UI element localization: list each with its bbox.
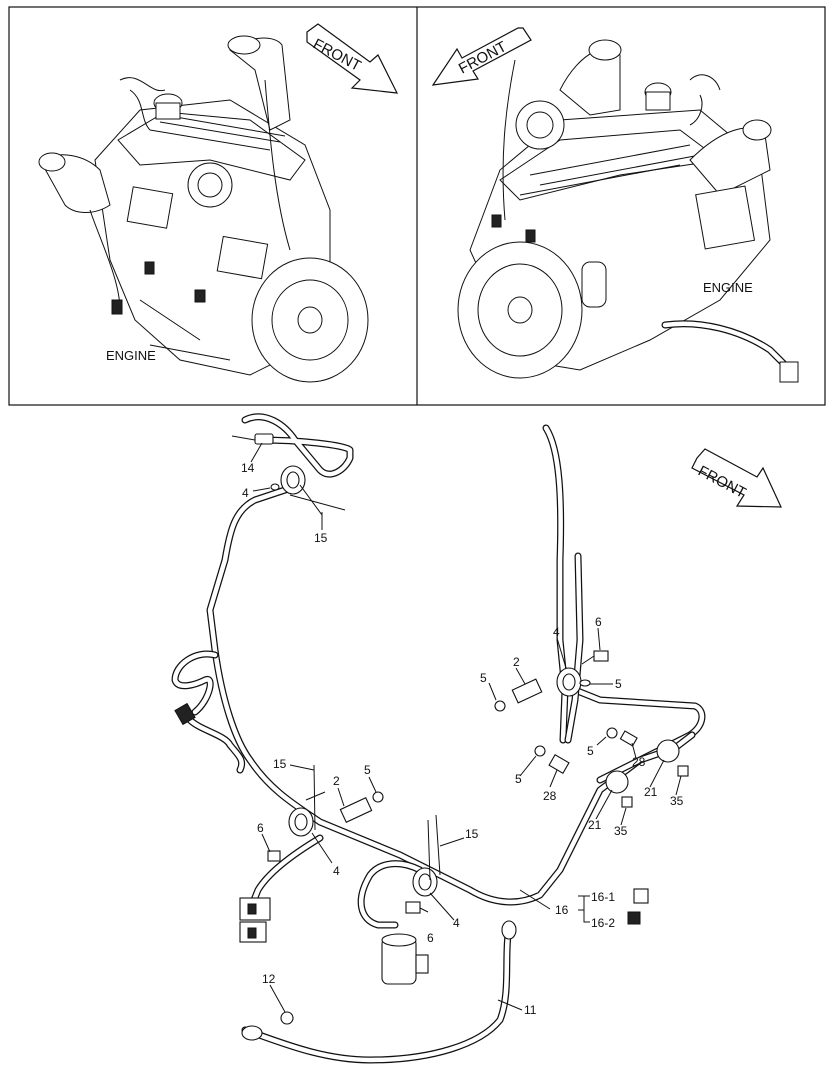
callout-4-right: 4 <box>553 625 560 639</box>
callout-12: 12 <box>262 972 276 986</box>
callout-6-left: 6 <box>257 821 264 835</box>
callout-15-top: 15 <box>314 531 328 545</box>
callout-14: 14 <box>241 461 255 475</box>
front-arrow-right-text: FRONT <box>456 38 510 77</box>
callout-labels: 14 4 15 6 4 2 5 5 5 5 28 28 21 21 35 35 … <box>241 461 684 1017</box>
callout-5-right-a: 5 <box>480 671 487 685</box>
left-engine-illustration <box>38 35 369 383</box>
callout-4-top: 4 <box>242 486 249 500</box>
front-arrow-left-panel: FRONT <box>306 23 399 94</box>
callout-35-a: 35 <box>670 794 684 808</box>
right-engine-illustration <box>457 39 799 383</box>
callout-28-b: 28 <box>543 789 557 803</box>
callout-5-right-b: 5 <box>615 677 622 691</box>
callout-21-b: 21 <box>588 818 602 832</box>
callout-35-b: 35 <box>614 824 628 838</box>
front-arrow-main: FRONT <box>691 448 782 508</box>
callout-15-mid: 15 <box>465 827 479 841</box>
callout-2-right: 2 <box>513 655 520 669</box>
callout-5-mid-a: 5 <box>587 744 594 758</box>
callout-11: 11 <box>524 1003 537 1017</box>
left-engine-label: ENGINE <box>106 348 156 363</box>
callout-5-left: 5 <box>364 763 371 777</box>
harness-parts <box>174 433 689 1041</box>
callout-6-right: 6 <box>595 615 602 629</box>
callout-5-mid-b: 5 <box>515 772 522 786</box>
callout-4-bottom: 4 <box>453 916 460 930</box>
top-panels-frame <box>8 6 826 406</box>
callout-15-left: 15 <box>273 757 287 771</box>
callout-6-bottom: 6 <box>427 931 434 945</box>
callout-16-2: 16-2 <box>591 916 615 930</box>
leader-lines <box>250 442 682 1013</box>
callout-16-1: 16-1 <box>591 890 615 904</box>
callout-16: 16 <box>555 903 569 917</box>
main-harness <box>171 413 706 1064</box>
callout-4-left: 4 <box>333 864 340 878</box>
right-engine-label: ENGINE <box>703 280 753 295</box>
callout-2-left: 2 <box>333 774 340 788</box>
front-arrow-right-panel: FRONT <box>431 27 532 86</box>
callout-28-a: 28 <box>632 755 646 769</box>
callout-21-a: 21 <box>644 785 658 799</box>
